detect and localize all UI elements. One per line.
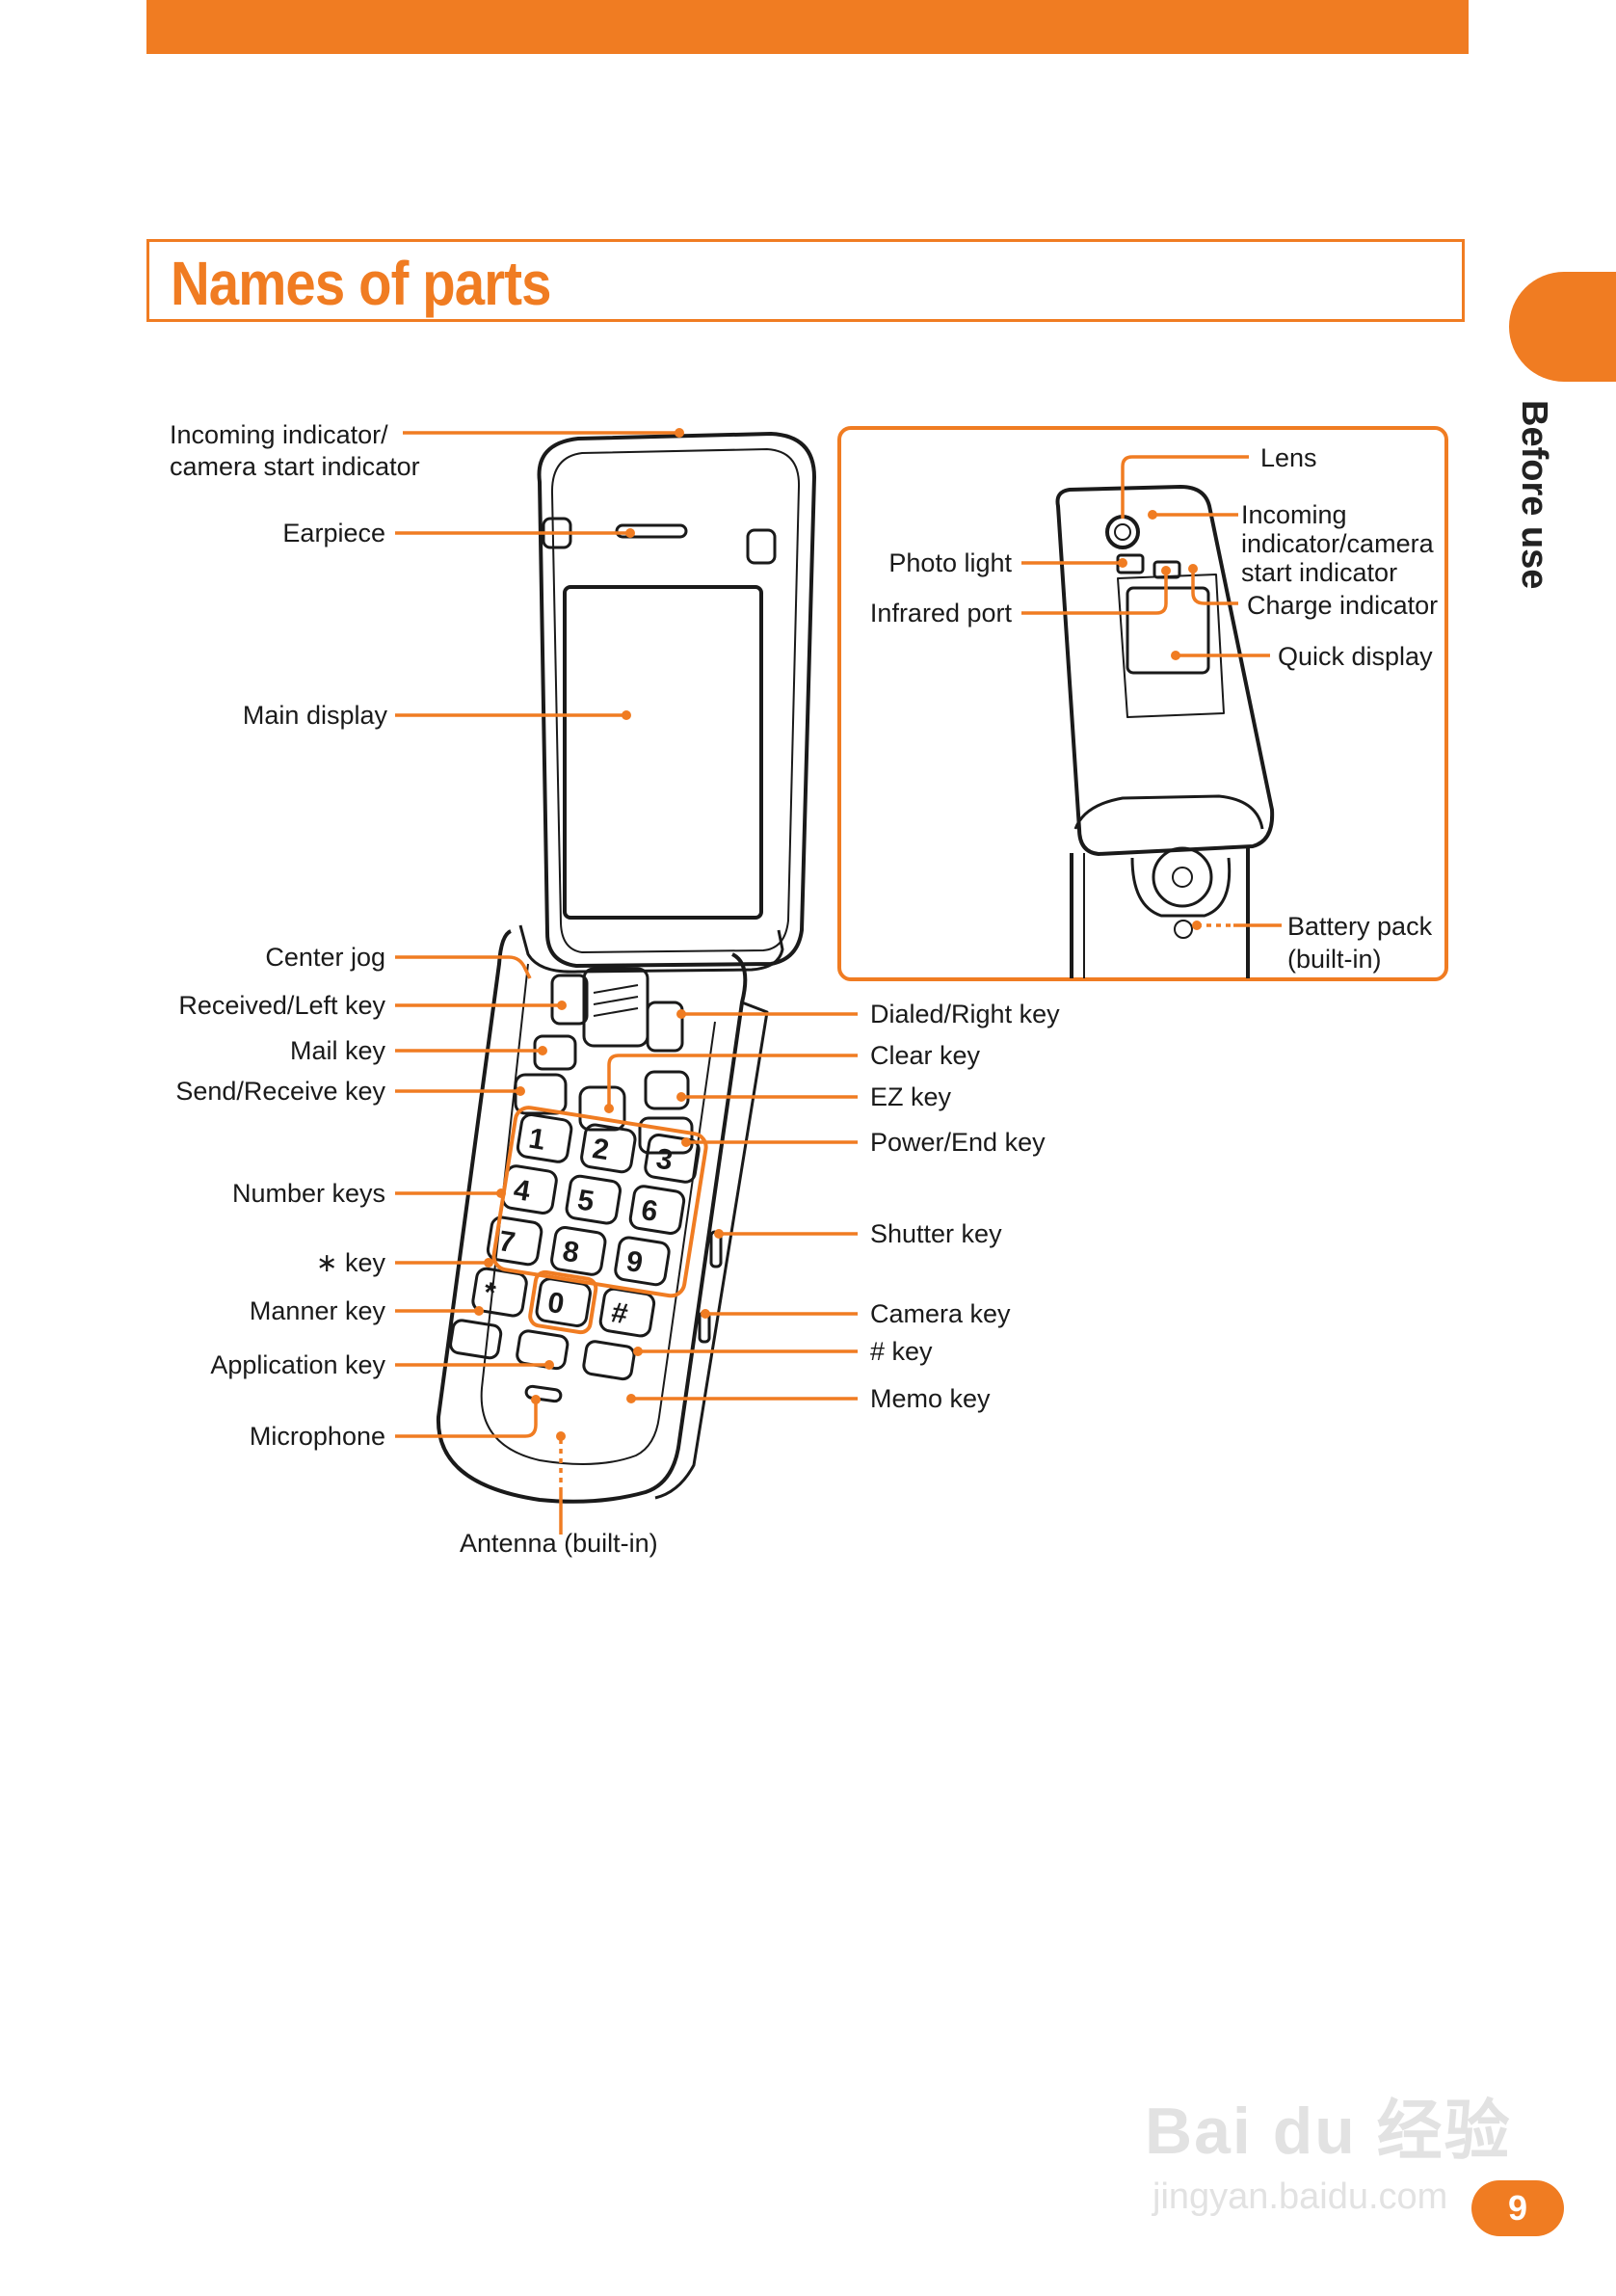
label-incoming-indicator-right-line3: start indicator	[1241, 558, 1398, 587]
phone-upper-housing	[537, 432, 816, 968]
label-manner-key: Manner key	[249, 1296, 385, 1325]
back-view-flip-cover	[1055, 485, 1275, 856]
watermark-brand: Bai du 经验	[1145, 2095, 1512, 2168]
label-incoming-indicator-left-line1: Incoming indicator/	[170, 420, 388, 449]
label-quick-display: Quick display	[1278, 642, 1433, 671]
label-main-display: Main display	[242, 701, 387, 730]
label-incoming-indicator-right-line1: Incoming	[1241, 500, 1347, 529]
label-dialed-right-key: Dialed/Right key	[870, 1000, 1060, 1028]
key-hash: #	[609, 1296, 630, 1330]
title-box: Names of parts	[146, 239, 1465, 322]
key-digit-3: 3	[654, 1143, 676, 1177]
label-charge-indicator: Charge indicator	[1247, 591, 1439, 620]
label-camera-key: Camera key	[870, 1299, 1011, 1328]
label-number-keys: Number keys	[231, 1179, 385, 1208]
section-tab-marker	[1509, 272, 1616, 382]
back-view-inset	[837, 426, 1448, 981]
watermark-url: jingyan.baidu.com	[1152, 2176, 1448, 2217]
label-microphone: Microphone	[249, 1422, 385, 1451]
label-infrared-port: Infrared port	[869, 599, 1012, 627]
main-display-screen	[563, 585, 763, 920]
key-digit-7: 7	[496, 1225, 517, 1259]
label-hash-key: # key	[870, 1337, 933, 1366]
top-color-band	[146, 0, 1469, 54]
lens-icon	[1105, 515, 1140, 549]
label-star-key: ∗ key	[315, 1248, 385, 1277]
center-jog-wheel	[582, 967, 649, 1048]
label-battery-pack-line2: (built-in)	[1287, 945, 1382, 974]
label-lens: Lens	[1260, 443, 1317, 472]
key-star: *	[482, 1276, 498, 1309]
quick-display-window	[1126, 586, 1210, 675]
microphone-slot	[524, 1384, 563, 1403]
label-mail-key: Mail key	[289, 1036, 385, 1065]
page-title: Names of parts	[171, 249, 551, 318]
page-number-badge: 9	[1471, 2180, 1564, 2236]
section-tab-label: Before use	[1514, 400, 1554, 590]
key-digit-8: 8	[560, 1236, 581, 1269]
label-clear-key: Clear key	[870, 1041, 981, 1070]
label-application-key: Application key	[210, 1350, 385, 1379]
earpiece-slot	[615, 523, 688, 539]
label-photo-light: Photo light	[888, 548, 1012, 577]
label-ez-key: EZ key	[870, 1082, 952, 1111]
key-digit-9: 9	[624, 1245, 646, 1279]
label-send-receive-key: Send/Receive key	[175, 1077, 385, 1106]
key-digit-2: 2	[591, 1133, 612, 1166]
key-digit-0: 0	[545, 1287, 567, 1321]
label-incoming-indicator-right-line2: indicator/camera	[1241, 529, 1434, 558]
label-shutter-key: Shutter key	[870, 1219, 1002, 1248]
label-received-left-key: Received/Left key	[178, 991, 385, 1020]
number-keypad: 1 2 3 4 5 6 7 8 9 * 0 #	[449, 1106, 708, 1381]
label-incoming-indicator-left-line2: camera start indicator	[170, 452, 420, 481]
label-battery-pack-line1: Battery pack	[1287, 912, 1433, 941]
label-center-jog: Center jog	[265, 943, 385, 972]
key-digit-1: 1	[526, 1123, 547, 1157]
label-memo-key: Memo key	[870, 1384, 991, 1413]
label-power-end-key: Power/End key	[870, 1128, 1046, 1157]
label-antenna: Antenna (built-in)	[460, 1529, 658, 1558]
key-digit-4: 4	[512, 1174, 533, 1208]
phone-lower-housing	[436, 929, 748, 1504]
key-digit-6: 6	[639, 1194, 660, 1228]
key-digit-5: 5	[575, 1184, 596, 1217]
label-earpiece: Earpiece	[282, 519, 385, 547]
